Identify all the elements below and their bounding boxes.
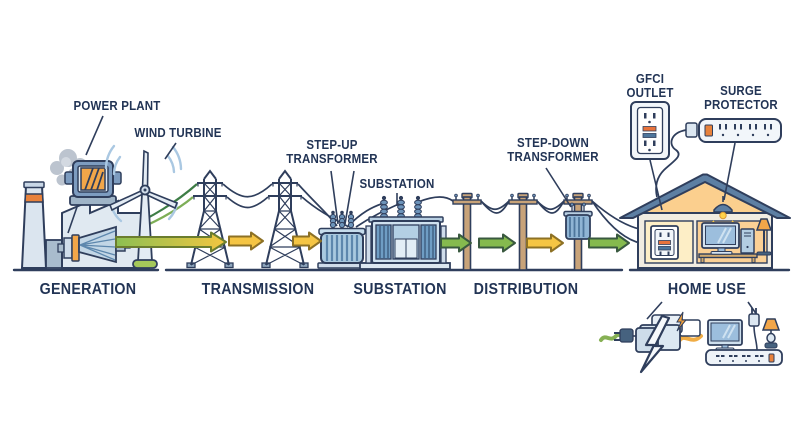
surge-protector-label: SURGE PROTECTOR <box>704 84 778 112</box>
gfci-outlet-label: GFCI OUTLET <box>626 72 674 100</box>
section-label-home-use: HOME USE <box>667 281 747 298</box>
power-cord <box>655 129 687 198</box>
chimney-icon <box>20 181 48 269</box>
surge-callout-line <box>723 142 736 201</box>
power-plant-label: POWER PLANT <box>73 99 161 113</box>
wind-turbine-label: WIND TURBINE <box>134 126 222 140</box>
transmission-tower-icon-2 <box>261 170 309 269</box>
surge-protector-icon <box>655 118 782 198</box>
power-plant-illustration <box>20 149 150 269</box>
flow-arrow-5 <box>478 233 516 253</box>
wall-gfci-outlet-icon <box>650 225 679 260</box>
substation-transformer-icon <box>359 195 451 270</box>
floor-lamp-icon <box>755 218 773 256</box>
power-line-wires <box>117 183 645 244</box>
step-down-transformer-label: STEP-DOWN TRANSFORMER <box>507 136 599 164</box>
gfci-callout-line <box>649 159 663 211</box>
power-strip-icon <box>705 349 783 366</box>
flow-arrow-6 <box>526 233 564 253</box>
wind-turbine-callout-line <box>164 142 177 160</box>
protected-devices-icon <box>705 308 783 366</box>
flow-arrow-3 <box>292 231 322 251</box>
section-label-distribution: DISTRIBUTION <box>473 281 579 298</box>
utility-pole-icon-1 <box>452 192 482 271</box>
section-label-substation: SUBSTATION <box>353 281 447 298</box>
house-illustration <box>619 173 791 269</box>
utility-pole-icon-2 <box>508 192 538 271</box>
roof <box>619 173 791 219</box>
flow-arrows <box>115 231 630 253</box>
section-label-generation: GENERATION <box>39 281 137 298</box>
step-up-transformer-label: STEP-UP TRANSFORMER <box>286 138 378 166</box>
flow-arrow-1 <box>115 231 227 253</box>
computer-icon <box>698 222 758 263</box>
power-plant-callout-line <box>67 115 104 234</box>
flow-arrow-2 <box>228 231 264 251</box>
damaged-devices-icon <box>599 311 703 374</box>
small-monitor-icon <box>707 319 743 352</box>
substation-callout-label: SUBSTATION <box>359 177 435 191</box>
gfci-outlet-icon <box>630 101 670 160</box>
flow-arrow-4 <box>440 233 472 253</box>
section-label-transmission: TRANSMISSION <box>201 281 315 298</box>
flow-arrow-7 <box>588 233 630 253</box>
generator-icon <box>64 160 122 206</box>
step-up-callout-line <box>330 170 355 225</box>
small-lamp-icon <box>761 318 781 349</box>
step-down-transformer-icon <box>563 202 593 240</box>
step-up-transformer-icon <box>317 210 367 269</box>
step-down-callout-line <box>545 167 572 208</box>
